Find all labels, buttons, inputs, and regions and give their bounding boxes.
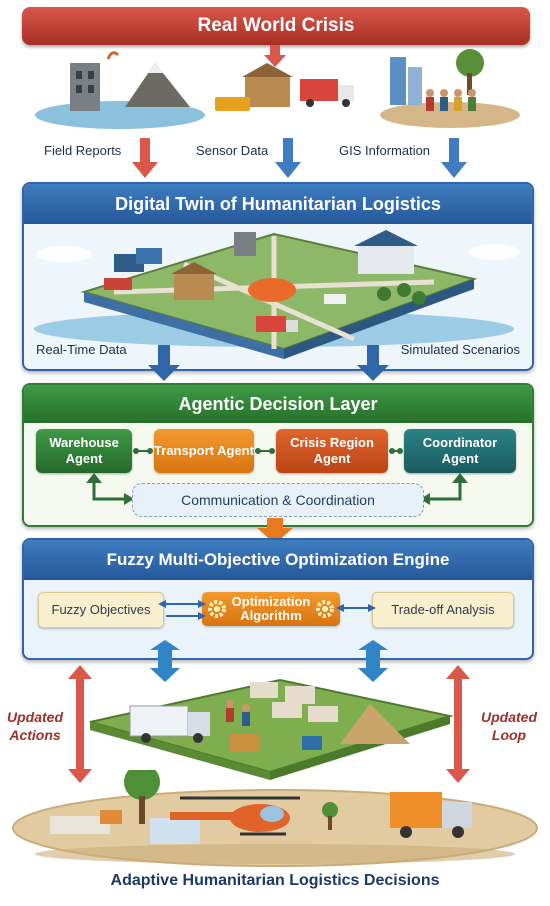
- coordinator-agent-box: Coordinator Agent: [404, 429, 516, 473]
- logistics-landscape-illustration: [12, 770, 538, 867]
- tree-icon: [377, 287, 391, 301]
- bidirectional-arrow-icon: [358, 640, 388, 682]
- vertical-arrow-icon: [68, 665, 92, 783]
- vertical-arrow-icon: [446, 665, 470, 783]
- communication-coordination-box: Communication & Coordination: [132, 483, 424, 517]
- damaged-building-icon: [70, 63, 100, 111]
- crisis-zone-icon: [248, 278, 296, 302]
- cloud-icon: [468, 244, 520, 260]
- feedback-right-icon: [426, 479, 462, 501]
- digital-twin-title: Digital Twin of Humanitarian Logistics: [24, 184, 532, 224]
- adaptive-decisions-caption: Adaptive Humanitarian Logistics Decision…: [110, 872, 440, 889]
- supply-pallets-icon: [50, 816, 110, 834]
- real-time-data-label: Real-Time Data: [36, 342, 127, 357]
- digital-twin-panel: Digital Twin of Humanitarian Logistics R…: [22, 182, 534, 371]
- updated-actions-arrow: [68, 665, 92, 783]
- gis-information-label: GIS Information: [339, 143, 431, 158]
- fuzzy-connectors: [158, 600, 376, 620]
- sensor-data-label: Sensor Data: [196, 143, 269, 158]
- person-icon: [226, 700, 234, 708]
- transport-agent-box: Transport Agent: [154, 429, 254, 473]
- real-world-crisis-banner: Real World Crisis: [22, 7, 530, 45]
- agent-connectors: [86, 448, 468, 505]
- tree-icon: [124, 770, 160, 800]
- fuzzy-objectives-box: Fuzzy Objectives: [38, 592, 164, 628]
- tree-icon: [322, 802, 338, 818]
- cargo-truck-icon: [390, 792, 442, 828]
- mountain-icon: [125, 63, 190, 107]
- relief-truck-icon: [129, 705, 189, 737]
- twin-to-agentic-arrows: [148, 345, 389, 381]
- tower-building-icon: [234, 232, 256, 256]
- optimization-algorithm-box: Optimization Algorithm: [202, 592, 340, 626]
- tree-icon: [456, 49, 484, 77]
- source-arrows: [132, 138, 467, 178]
- truck-icon: [300, 79, 338, 101]
- agentic-to-fuzzy-arrow: [257, 518, 293, 544]
- simulated-scenarios-label: Simulated Scenarios: [400, 342, 520, 357]
- warehouse-icon: [245, 75, 290, 107]
- down-arrow-icon: [264, 45, 286, 67]
- smoke-icon: [106, 51, 120, 60]
- large-warehouse-icon: [358, 244, 414, 274]
- fuzzy-to-field-arrows: [150, 640, 388, 682]
- gear-icon: [208, 600, 226, 618]
- ground-right: [380, 102, 520, 128]
- agentic-decision-layer-title: Agentic Decision Layer: [24, 385, 532, 423]
- gis-information-arrow-icon: [441, 138, 467, 178]
- fuzzy-optimization-engine-title: Fuzzy Multi-Objective Optimization Engin…: [24, 540, 532, 580]
- field-reports-arrow-icon: [132, 138, 158, 178]
- feedback-left-icon: [92, 479, 128, 501]
- digital-twin-map-illustration: [34, 230, 520, 359]
- map-edge-right: [284, 279, 474, 359]
- tent-icon: [340, 704, 410, 744]
- utility-truck-icon: [215, 97, 250, 111]
- warehouse-icon: [174, 272, 214, 300]
- gear-icon: [316, 600, 334, 618]
- fuzzy-optimization-engine-panel: Fuzzy Multi-Objective Optimization Engin…: [22, 538, 534, 660]
- warehouse-agent-box: Warehouse Agent: [36, 429, 132, 473]
- crisis-scene-illustration: [35, 45, 520, 129]
- down-arrow-icon: [357, 345, 389, 381]
- water-container-icon: [302, 736, 322, 750]
- sensor-data-arrow-icon: [275, 138, 301, 178]
- truck-icon: [256, 316, 286, 332]
- bidirectional-arrow-icon: [166, 603, 368, 617]
- cloud-icon: [36, 246, 92, 262]
- people-group-icon: [426, 89, 476, 111]
- field-reports-label: Field Reports: [44, 143, 122, 158]
- map-edge-left: [84, 292, 284, 359]
- trade-off-analysis-box: Trade-off Analysis: [372, 592, 514, 628]
- tent-camp-icon: [250, 682, 278, 698]
- crisis-region-agent-box: Crisis Region Agent: [276, 429, 388, 473]
- supply-crates-icon: [150, 818, 200, 844]
- field-operations-illustration: [89, 678, 454, 780]
- supply-boxes-icon: [230, 734, 260, 752]
- down-arrow-icon: [257, 518, 293, 544]
- optimization-algorithm-label: Optimization Algorithm: [231, 594, 311, 623]
- down-arrow-icon: [148, 345, 180, 381]
- bidirectional-arrow-icon: [150, 640, 180, 682]
- updated-loop-label: Updated Loop: [481, 709, 537, 743]
- city-building-icon: [390, 57, 406, 105]
- updated-loop-arrow: [446, 665, 470, 783]
- agentic-decision-layer-panel: Agentic Decision Layer Warehouse Agent T…: [22, 383, 534, 527]
- updated-actions-label: Updated Actions: [7, 709, 63, 743]
